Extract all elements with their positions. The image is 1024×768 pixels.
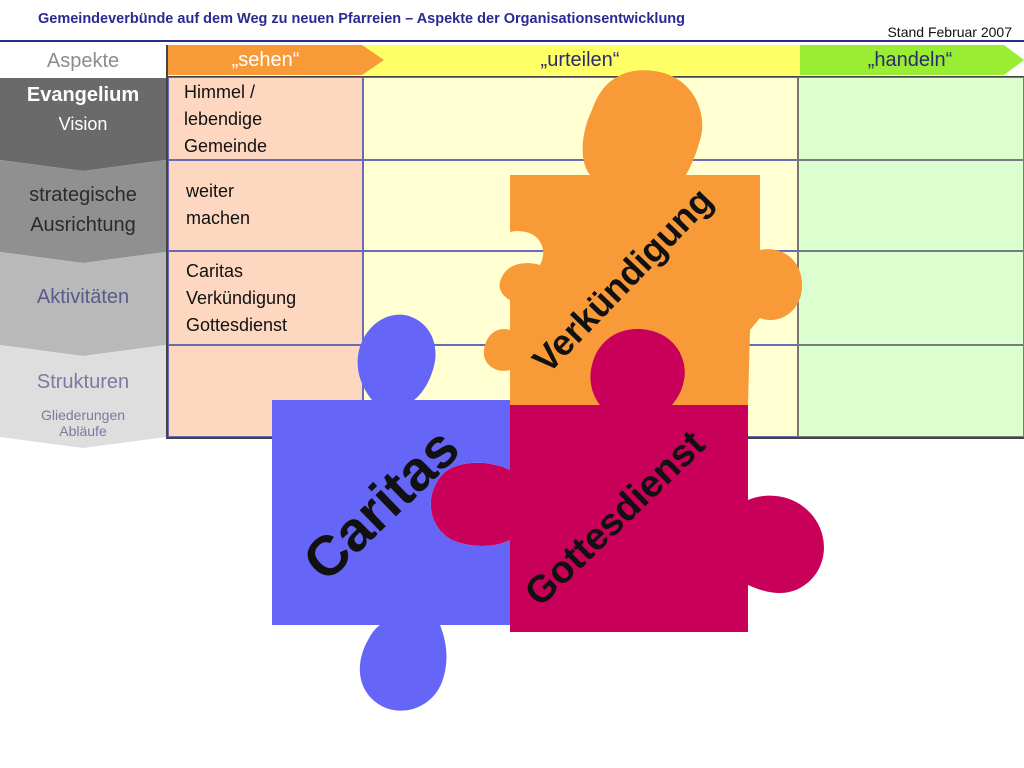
cell-sehen-row1 [168, 77, 363, 160]
column-header-sehen: „sehen“ [231, 49, 300, 71]
cell-handeln-row1 [798, 77, 1024, 160]
puzzle-piece-verkuendigung [483, 70, 803, 405]
row-label-strukturen-sub: Gliederungen Abläufe [40, 407, 126, 439]
cell-sehen-row2 [168, 160, 363, 251]
column-header-urteilen: „urteilen“ [540, 49, 620, 71]
grid-frame-top [166, 76, 1024, 77]
column-header-handeln: „handeln“ [867, 49, 953, 71]
row-label-evangelium-sub: Vision [58, 114, 108, 134]
grid-frame-left [166, 45, 168, 439]
puzzle-piece-caritas [272, 314, 510, 711]
page-title: Gemeindeverbünde auf dem Weg zu neuen Pf… [38, 11, 686, 27]
puzzle-piece-gottesdienst [430, 329, 824, 632]
date-stamp: Stand Februar 2007 [887, 24, 1012, 40]
sehen-text-row2: weiter machen [186, 181, 251, 228]
column-header-aspekte: Aspekte [46, 50, 120, 72]
sehen-text-row3: Caritas Verkündigung Gottesdienst [186, 261, 297, 335]
cell-urteilen-row1 [363, 77, 798, 160]
row-label-aktivitaeten-title: Aktivitäten [36, 286, 130, 308]
row-label-evangelium-title: Evangelium [26, 84, 140, 106]
row-label-strukturen-title: Strukturen [36, 371, 130, 393]
cell-handeln-row4 [798, 345, 1024, 437]
cell-handeln-row2 [798, 160, 1024, 251]
header-divider [0, 40, 1024, 42]
cell-sehen-row3 [168, 251, 363, 345]
sehen-text-row1: Himmel / lebendige Gemeinde [184, 82, 268, 156]
row-label-strategie-title: strategische Ausrichtung [29, 184, 137, 236]
